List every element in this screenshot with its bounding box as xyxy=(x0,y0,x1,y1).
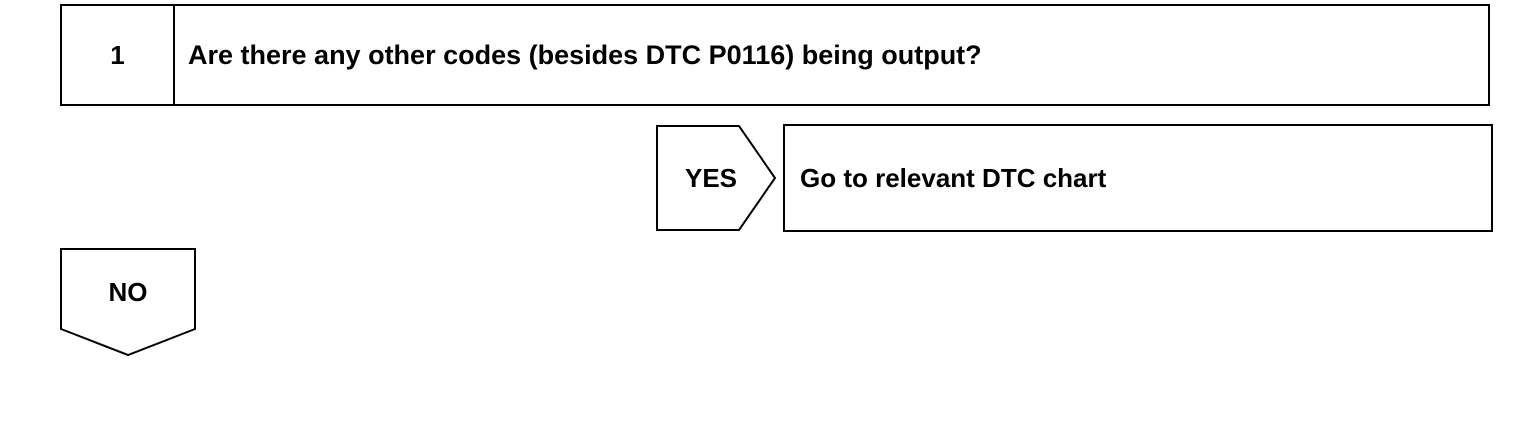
no-branch-arrow xyxy=(60,248,196,357)
yes-result-text: Go to relevant DTC chart xyxy=(800,162,1107,193)
step-row: 1 Are there any other codes (besides DTC… xyxy=(60,4,1490,106)
step-number: 1 xyxy=(62,6,175,104)
yes-label: YES xyxy=(684,162,738,193)
yes-result-box: Go to relevant DTC chart xyxy=(783,124,1493,232)
step-question: Are there any other codes (besides DTC P… xyxy=(188,39,982,70)
no-label: NO xyxy=(108,276,148,307)
yes-branch-arrow xyxy=(656,125,777,231)
